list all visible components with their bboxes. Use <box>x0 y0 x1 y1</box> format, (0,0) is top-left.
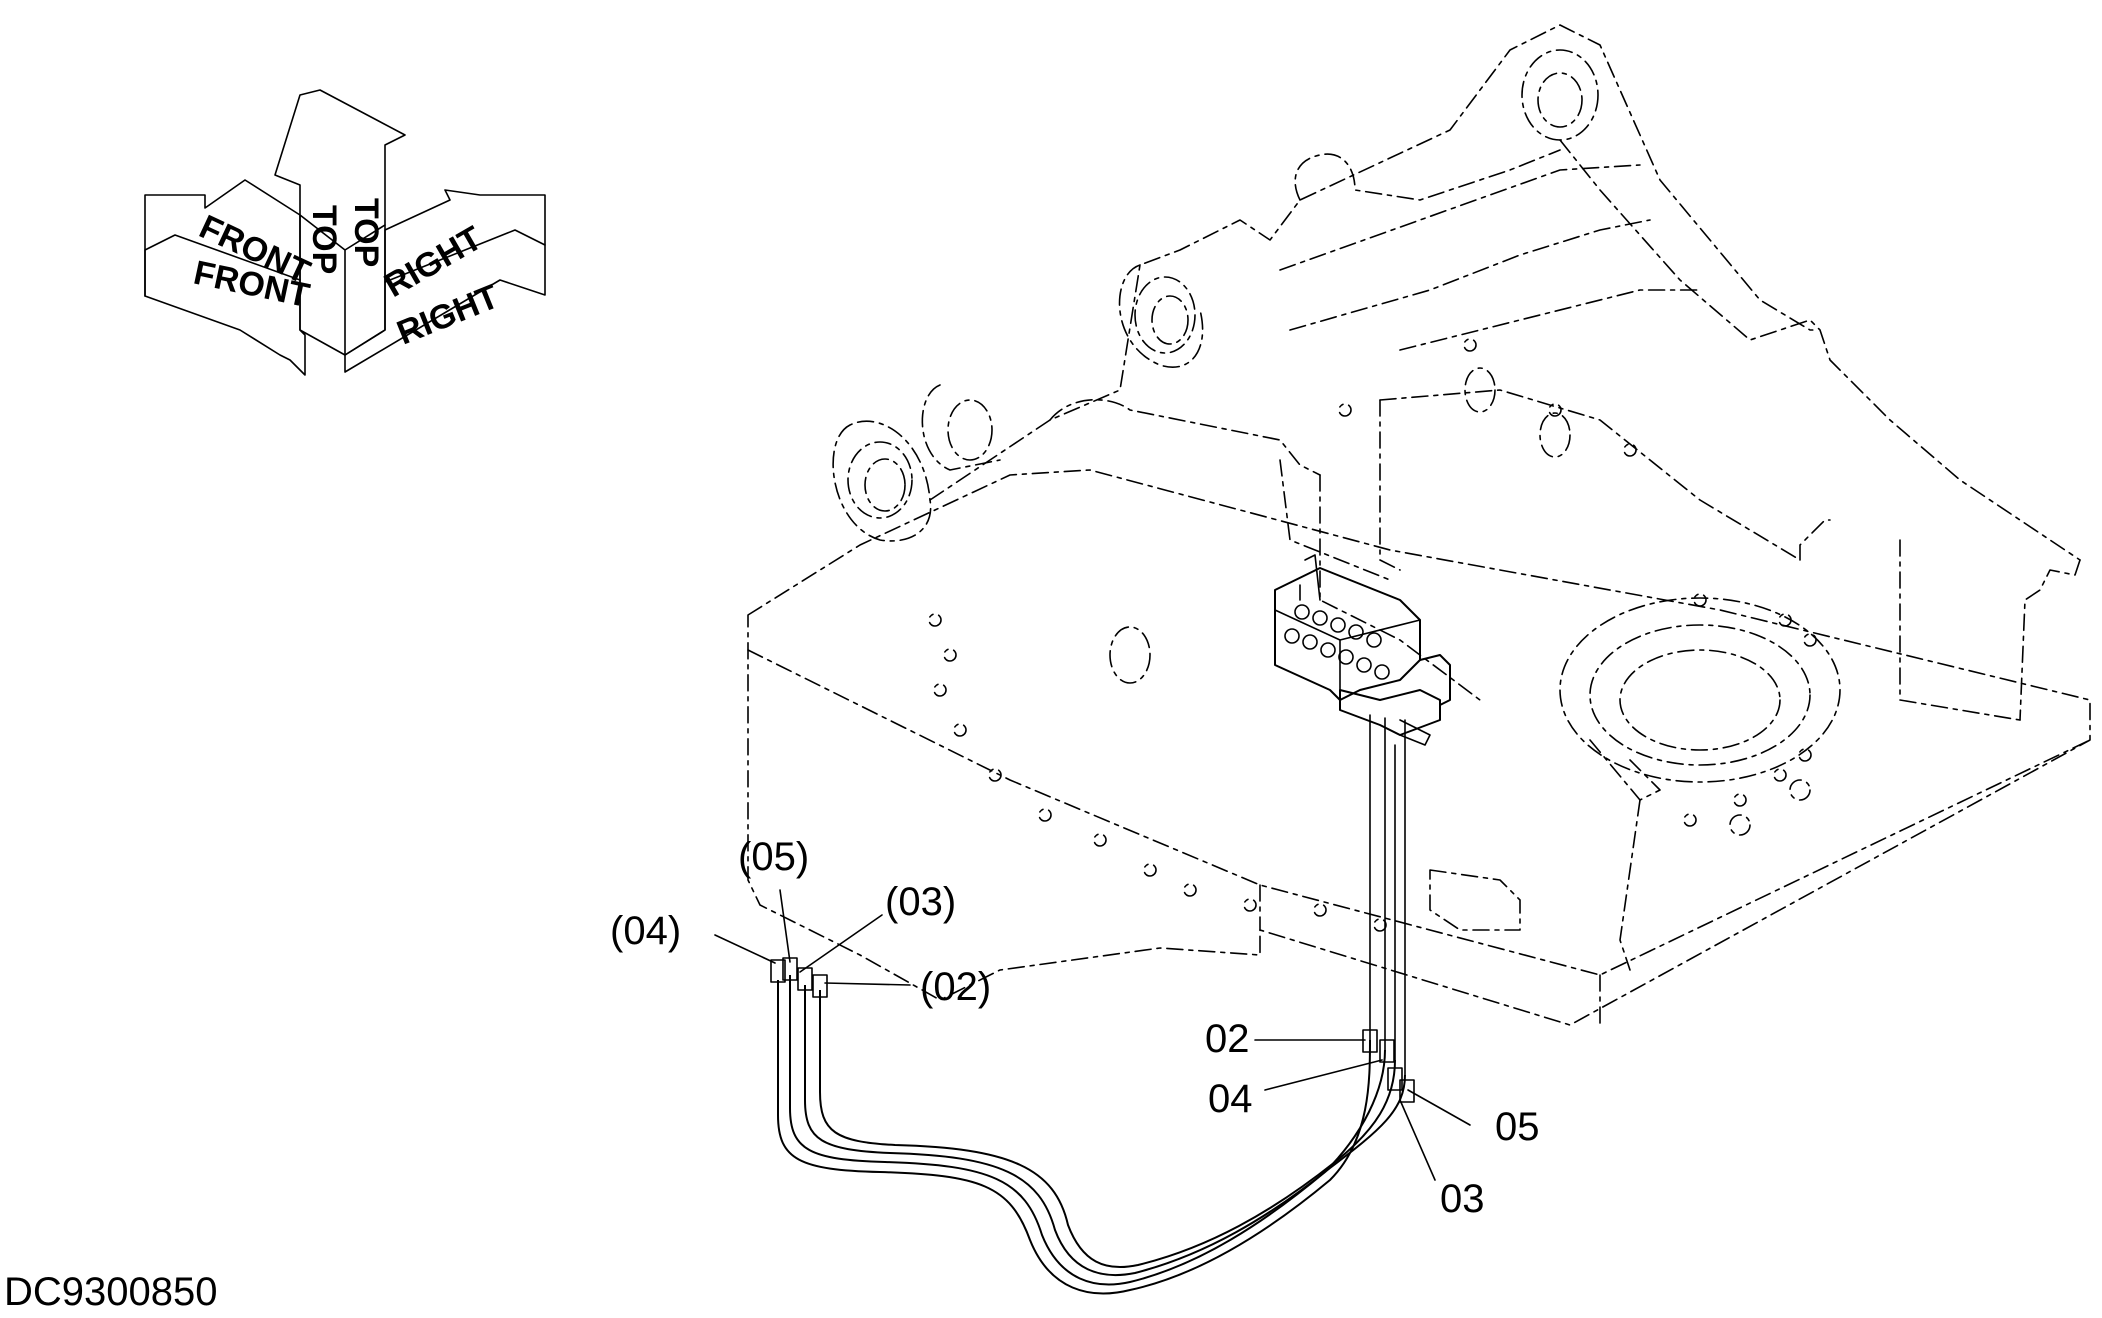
swing-ring-outer <box>1559 597 1841 783</box>
hose-05 <box>789 975 1386 1286</box>
hose-02 <box>819 990 1396 1269</box>
hose-bundle <box>770 714 1415 1295</box>
callout-right-04: 04 <box>1208 1077 1253 1121</box>
leader-lines <box>714 889 1471 1181</box>
callout-right-05: 05 <box>1495 1105 1540 1149</box>
callouts: (05) (04) (03) (02) 02 04 05 03 <box>610 835 1540 1221</box>
callout-left-03: (03) <box>885 880 956 924</box>
front-arrow <box>144 179 306 376</box>
base-plate <box>747 469 2091 1026</box>
orientation-indicator: FRONT FRONT TOP TOP RIGHT RIGHT <box>144 89 546 376</box>
right-arrow <box>344 189 546 373</box>
callout-left-02: (02) <box>920 965 991 1009</box>
top-label-right: TOP <box>347 198 385 267</box>
hose-03 <box>804 985 1406 1277</box>
top-label-left: TOP <box>305 205 343 274</box>
upper-frame-phantom <box>747 24 2091 1026</box>
callout-left-05: (05) <box>738 835 809 879</box>
callout-right-03: 03 <box>1440 1177 1485 1221</box>
callout-left-04: (04) <box>610 909 681 953</box>
bolt-holes <box>928 338 1817 932</box>
document-id: DC9300850 <box>4 1270 218 1313</box>
valve-block <box>1274 554 1451 746</box>
hose-04 <box>777 980 1371 1295</box>
right-fittings <box>1362 1029 1415 1103</box>
callout-right-02: 02 <box>1205 1017 1250 1061</box>
left-fittings <box>770 957 828 998</box>
